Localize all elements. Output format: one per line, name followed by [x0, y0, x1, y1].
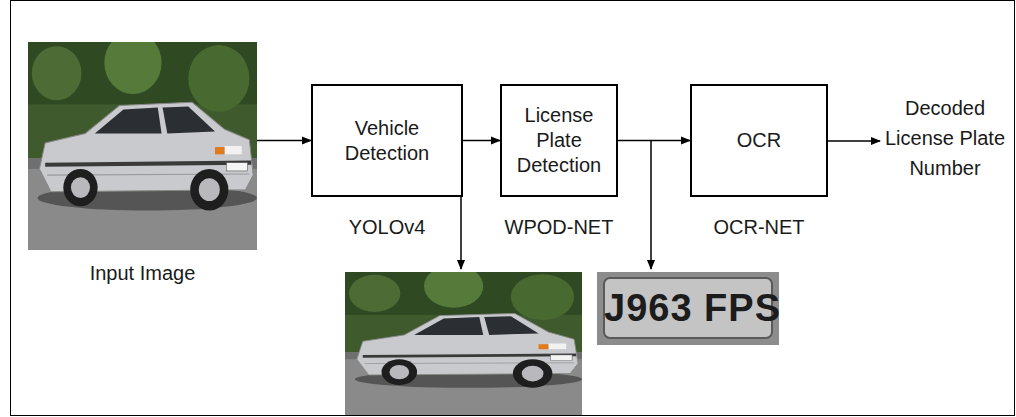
- plate-shape: [604, 278, 772, 338]
- box-title: License Plate Detection: [508, 103, 610, 178]
- process-box: Vehicle DetectionYOLOv4: [311, 84, 463, 197]
- model-name: OCR-NET: [672, 215, 846, 239]
- output-label: Decoded License Plate Number: [878, 93, 1012, 183]
- vehicle-crop: [345, 265, 582, 415]
- box-title: Vehicle Detection: [319, 116, 455, 166]
- plate-text: J963 FPS: [604, 283, 772, 333]
- flow-arrow: [463, 140, 500, 142]
- input-photo: [28, 32, 257, 250]
- process-box: License Plate DetectionWPOD-NET: [500, 84, 618, 197]
- outer-frame: [11, 1, 1015, 416]
- process-box: OCROCR-NET: [690, 84, 828, 197]
- model-name: WPOD-NET: [482, 215, 636, 239]
- image-caption: Input Image: [8, 261, 277, 285]
- box-title: OCR: [737, 128, 781, 153]
- flow-arrow: [257, 140, 311, 142]
- output-arrow: [828, 140, 880, 142]
- input-image: Input Image: [28, 42, 257, 250]
- branch-arrow: [650, 141, 652, 269]
- plate-crop: [597, 272, 779, 345]
- flow-arrow: [618, 140, 690, 142]
- model-name: YOLOv4: [293, 215, 481, 239]
